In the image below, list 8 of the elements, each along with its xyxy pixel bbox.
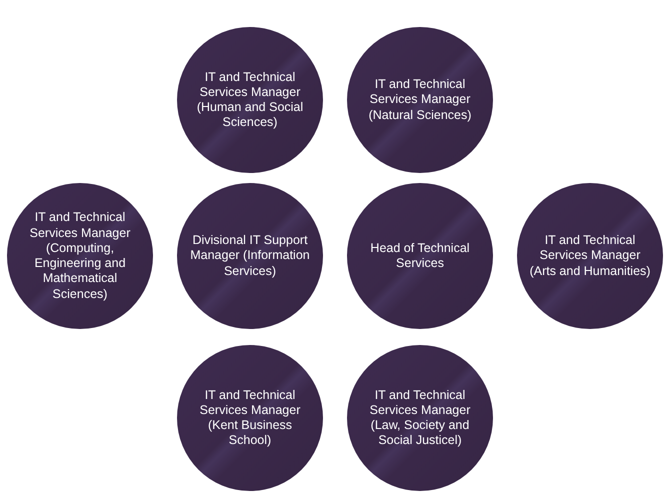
node-label: Head of Technical Services — [369, 240, 471, 272]
node-label: IT and Technical Services Manager (Computing, Engineering and Mathematical Sciences) — [28, 210, 132, 302]
node-label: IT and Technical Services Manager (Human and Social Sciences) — [196, 70, 304, 130]
node-label: Divisional IT Support Manager (Information Services) — [189, 233, 311, 279]
node-label: IT and Technical Services Manager (Kent Business School) — [198, 388, 302, 448]
node-label: IT and Technical Services Manager (Arts and Humanities) — [528, 233, 652, 279]
node-label: IT and Technical Services Manager (Natural Sciences) — [368, 77, 472, 123]
node-label: IT and Technical Services Manager (Law, Society and Social Justicel) — [368, 388, 472, 448]
